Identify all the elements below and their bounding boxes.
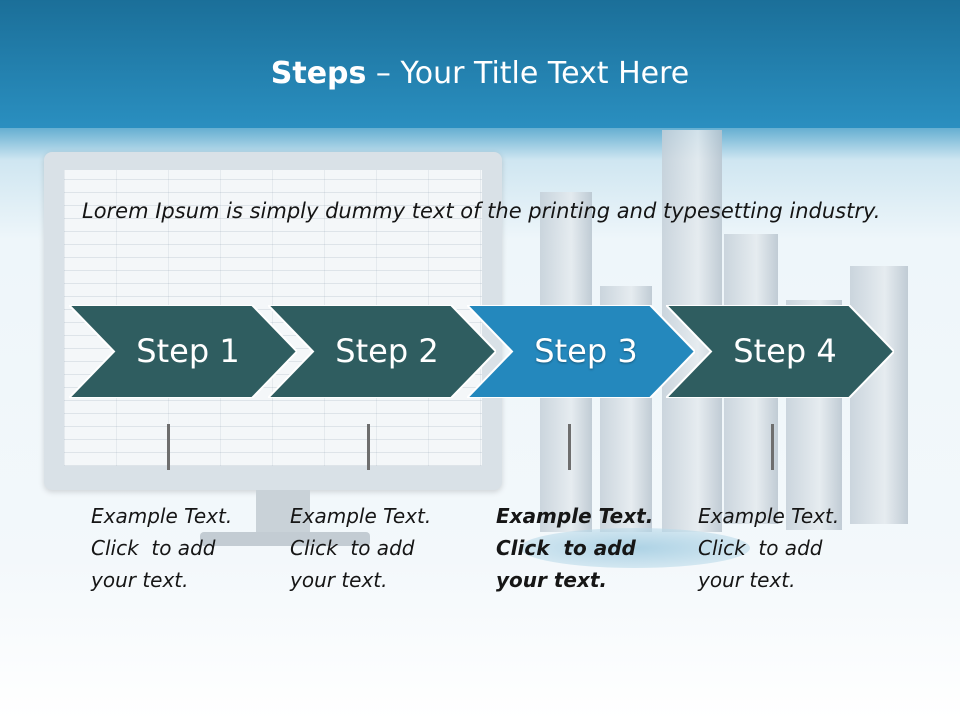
chevron-shape	[268, 305, 496, 398]
step-3-desc-line: Click to add	[496, 536, 636, 560]
step-4-desc-line: your text.	[698, 568, 796, 592]
step-1-desc-line: Example Text.	[91, 504, 233, 528]
step-1-desc-line: your text.	[91, 568, 189, 592]
step-2-desc-line: Example Text.	[290, 504, 432, 528]
step-4-arrow[interactable]: Step 4	[666, 305, 894, 398]
step-2-arrow[interactable]: Step 2	[268, 305, 496, 398]
step-4-label: Step 4	[733, 332, 837, 370]
step-2-description[interactable]: Example Text. Click to add your text.	[290, 500, 460, 596]
step-1-connector	[167, 424, 170, 470]
step-2-label: Step 2	[335, 332, 439, 370]
step-3-description[interactable]: Example Text. Click to add your text.	[496, 500, 666, 596]
slide-title[interactable]: Steps – Your Title Text Here	[0, 56, 960, 91]
step-2-shape	[268, 305, 496, 398]
title-rest: – Your Title Text Here	[366, 56, 690, 91]
step-1-arrow[interactable]: Step 1	[69, 305, 297, 398]
monitor-stand-neck	[256, 490, 310, 536]
step-3-desc-line: Example Text.	[496, 504, 654, 528]
chevron-shape	[666, 305, 894, 398]
step-4-desc-line: Click to add	[698, 536, 823, 560]
step-1-label: Step 1	[136, 332, 240, 370]
title-bold: Steps	[270, 56, 367, 91]
step-3-shape	[467, 305, 695, 398]
chevron-shape	[69, 305, 297, 398]
step-3-arrow[interactable]: Step 3	[467, 305, 695, 398]
step-2-desc-line: your text.	[290, 568, 388, 592]
step-1-desc-line: Click to add	[91, 536, 216, 560]
chevron-shape	[467, 305, 695, 398]
step-3-connector	[568, 424, 571, 470]
step-4-desc-line: Example Text.	[698, 504, 840, 528]
chart-base-disc	[520, 528, 750, 568]
step-2-connector	[367, 424, 370, 470]
step-1-shape	[69, 305, 297, 398]
step-4-connector	[771, 424, 774, 470]
step-4-shape	[666, 305, 894, 398]
step-4-description[interactable]: Example Text. Click to add your text.	[698, 500, 868, 596]
step-3-desc-line: your text.	[496, 568, 608, 592]
header-band	[0, 0, 960, 128]
monitor-stand-base	[200, 532, 370, 546]
chart-bar-illustration	[850, 266, 908, 524]
step-2-desc-line: Click to add	[290, 536, 415, 560]
step-1-description[interactable]: Example Text. Click to add your text.	[91, 500, 261, 596]
body-text[interactable]: Lorem Ipsum is simply dummy text of the …	[82, 199, 881, 223]
step-3-label: Step 3	[534, 332, 638, 370]
